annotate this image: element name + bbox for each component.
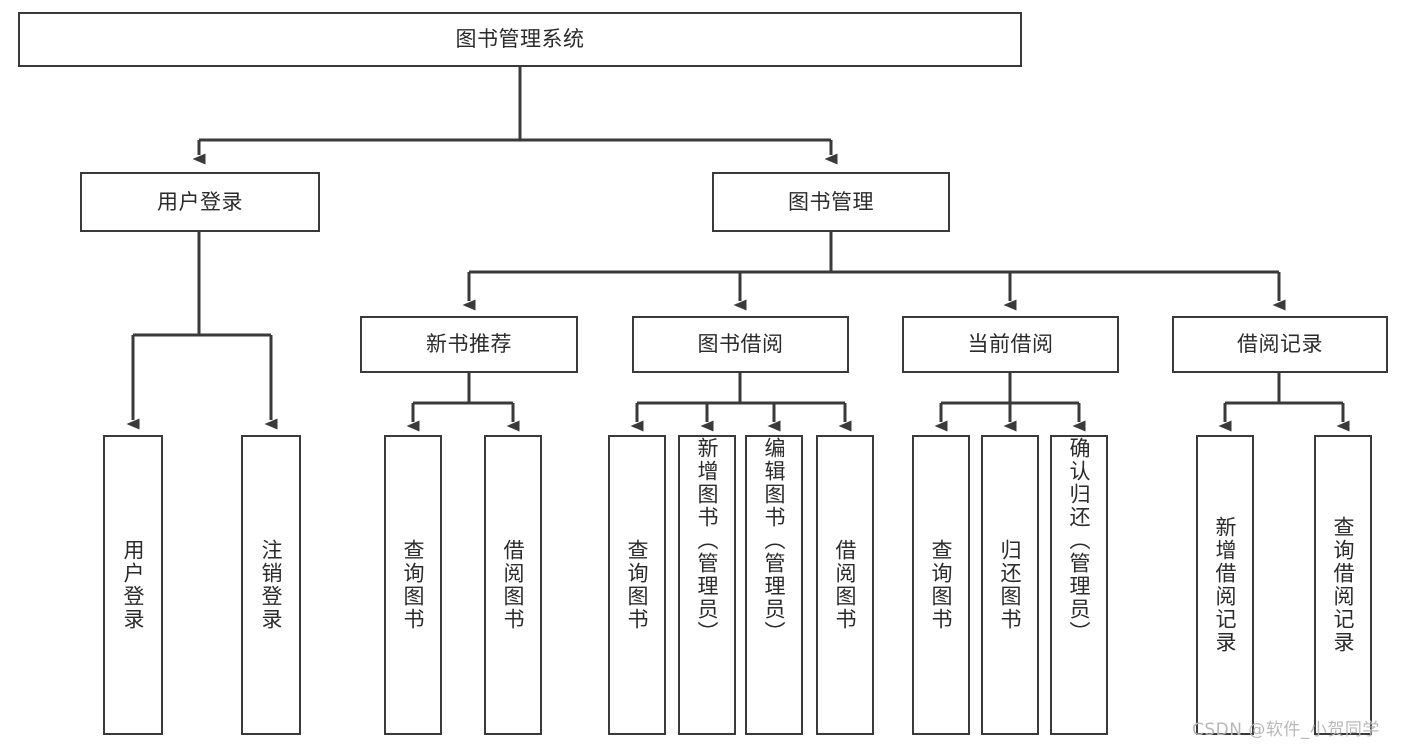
node-leaf-query-book-3-label: 查询图书 (929, 539, 954, 631)
node-leaf-query-book-2-label: 查询图书 (625, 539, 650, 631)
node-borrow-record-label: 借阅记录 (1237, 332, 1323, 357)
node-leaf-edit-book-label: 编辑图书（管理员） (762, 437, 787, 644)
node-borrow-record[interactable]: 借阅记录 (1172, 316, 1388, 373)
node-leaf-user-login[interactable]: 用户登录 (103, 435, 163, 735)
node-root[interactable]: 图书管理系统 (18, 12, 1022, 67)
node-leaf-logout-label: 注销登录 (259, 539, 284, 631)
node-leaf-confirm-return[interactable]: 确认归还（管理员） (1050, 435, 1108, 735)
node-user-login-label: 用户登录 (157, 189, 243, 214)
node-leaf-query-record[interactable]: 查询借阅记录 (1314, 435, 1372, 735)
watermark: CSDN @软件_小贺同学 (1192, 720, 1380, 740)
node-leaf-edit-book[interactable]: 编辑图书（管理员） (745, 435, 803, 735)
node-new-book-rec[interactable]: 新书推荐 (360, 316, 578, 373)
node-book-borrow[interactable]: 图书借阅 (632, 316, 849, 373)
node-leaf-return-book-label: 归还图书 (998, 539, 1023, 631)
node-leaf-borrow-book-2-label: 借阅图书 (833, 539, 858, 631)
node-leaf-query-book-3[interactable]: 查询图书 (912, 435, 970, 735)
node-current-borrow[interactable]: 当前借阅 (902, 316, 1119, 373)
node-user-login[interactable]: 用户登录 (80, 172, 320, 232)
node-leaf-return-book[interactable]: 归还图书 (981, 435, 1039, 735)
node-leaf-add-book-label: 新增图书（管理员） (695, 437, 720, 644)
node-leaf-logout[interactable]: 注销登录 (241, 435, 301, 735)
node-new-book-rec-label: 新书推荐 (426, 332, 512, 357)
node-leaf-borrow-book-2[interactable]: 借阅图书 (816, 435, 874, 735)
node-leaf-user-login-label: 用户登录 (121, 539, 146, 631)
node-leaf-confirm-return-label: 确认归还（管理员） (1067, 437, 1092, 644)
node-book-manage[interactable]: 图书管理 (712, 172, 950, 232)
node-book-borrow-label: 图书借阅 (697, 332, 784, 357)
node-leaf-borrow-book-1-label: 借阅图书 (501, 539, 526, 631)
node-leaf-add-record-label: 新增借阅记录 (1213, 516, 1238, 654)
node-leaf-query-book-1-label: 查询图书 (401, 539, 426, 631)
node-leaf-borrow-book-1[interactable]: 借阅图书 (484, 435, 542, 735)
node-current-borrow-label: 当前借阅 (967, 332, 1054, 357)
node-root-label: 图书管理系统 (455, 27, 585, 52)
node-leaf-query-record-label: 查询借阅记录 (1331, 516, 1356, 654)
node-leaf-query-book-2[interactable]: 查询图书 (608, 435, 666, 735)
node-leaf-add-record[interactable]: 新增借阅记录 (1196, 435, 1254, 735)
node-leaf-query-book-1[interactable]: 查询图书 (384, 435, 442, 735)
node-book-manage-label: 图书管理 (788, 189, 874, 214)
node-leaf-add-book[interactable]: 新增图书（管理员） (678, 435, 736, 735)
